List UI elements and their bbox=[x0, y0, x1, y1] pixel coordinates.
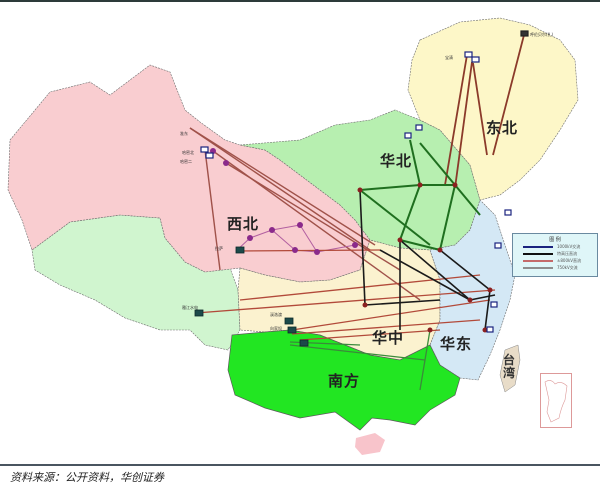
label-dongbei: 东北 bbox=[486, 119, 519, 137]
legend-item: 1000kV交流 bbox=[523, 244, 580, 250]
region-taiwan bbox=[499, 344, 521, 393]
source-note: 资料来源：公开资料，华创证券 bbox=[10, 471, 164, 484]
legend-item: 750kV交流 bbox=[523, 265, 578, 271]
svg-text:呼伦贝尔(扎): 呼伦贝尔(扎) bbox=[530, 31, 554, 37]
china-grid-map: 呼伦贝尔(扎) 宝清 哈密北 哈密二 拉萨 雅江水电 溪洛渡 向家坝 准东 bbox=[7, 17, 579, 455]
label-huadong: 华东 bbox=[440, 335, 473, 353]
northeast-lines bbox=[444, 34, 525, 189]
region-dongbei bbox=[407, 17, 579, 201]
svg-text:溪洛渡: 溪洛渡 bbox=[270, 311, 282, 317]
svg-text:向家坝: 向家坝 bbox=[270, 325, 282, 331]
svg-text:宝清: 宝清 bbox=[445, 54, 453, 60]
label-huabei: 华北 bbox=[380, 152, 413, 170]
source-divider bbox=[0, 464, 600, 466]
station-boxes bbox=[200, 30, 529, 333]
label-nanfang: 南方 bbox=[328, 372, 361, 390]
uhv-grid-lines bbox=[359, 189, 496, 331]
region-hainan bbox=[355, 433, 385, 455]
legend-item: 特高压直流 bbox=[523, 251, 577, 257]
label-taiwan: 台湾 bbox=[503, 353, 516, 380]
legend-title: 图 例 bbox=[549, 237, 561, 243]
map-legend: 图 例 1000kV交流 特高压直流 ±800kV直流 750kV交流 bbox=[512, 233, 598, 277]
label-xibei: 西北 bbox=[227, 215, 260, 233]
nodes-red bbox=[357, 182, 493, 333]
legend-swatch-uhv-dc bbox=[523, 253, 553, 255]
south-china-sea-inset bbox=[540, 373, 572, 428]
hydro-station-boxes bbox=[194, 246, 309, 347]
legend-swatch-1000kv bbox=[523, 246, 553, 248]
svg-text:哈密二: 哈密二 bbox=[180, 158, 192, 164]
label-huazhong: 华中 bbox=[372, 329, 405, 347]
northwest-lines bbox=[189, 127, 421, 301]
legend-swatch-750kv bbox=[523, 267, 553, 269]
svg-text:哈密北: 哈密北 bbox=[182, 149, 194, 155]
station-labels: 呼伦贝尔(扎) 宝清 哈密北 哈密二 拉萨 雅江水电 溪洛渡 向家坝 准东 bbox=[180, 31, 554, 331]
top-border bbox=[0, 0, 600, 2]
legend-swatch-800kv bbox=[523, 260, 553, 262]
svg-text:拉萨: 拉萨 bbox=[215, 245, 223, 251]
north-grid-lines bbox=[359, 139, 481, 251]
legend-item: ±800kV直流 bbox=[523, 258, 581, 264]
nodes-purple bbox=[210, 148, 358, 255]
svg-text:准东: 准东 bbox=[180, 130, 188, 136]
east-west-lines bbox=[195, 249, 496, 341]
inset-outline bbox=[544, 380, 568, 423]
region-nanfang bbox=[227, 329, 461, 431]
svg-text:雅江水电: 雅江水电 bbox=[182, 304, 198, 310]
